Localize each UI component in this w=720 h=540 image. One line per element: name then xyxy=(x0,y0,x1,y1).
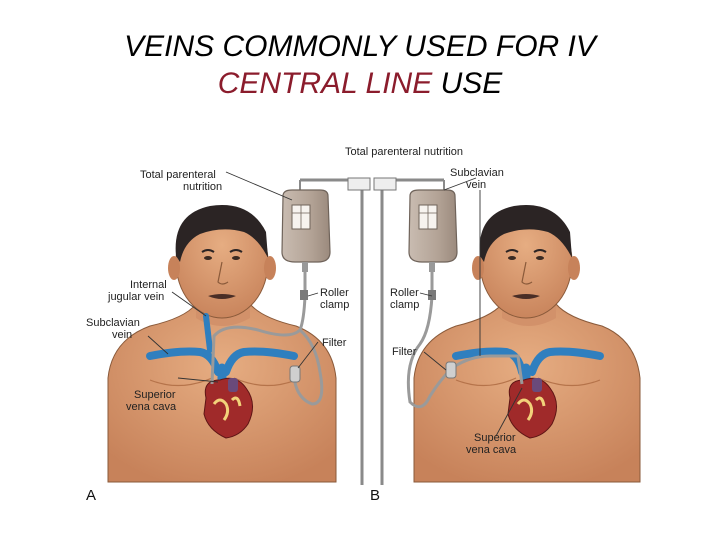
label-a-subclavian-line1: Subclavian xyxy=(86,317,140,329)
label-b-filter: Filter xyxy=(392,346,417,358)
label-b-svc-line1: Superior xyxy=(474,432,516,444)
label-a-svc-line1: Superior xyxy=(134,389,176,401)
panel-letter-a: A xyxy=(86,487,96,504)
tpn-bag-a xyxy=(282,190,330,272)
label-b-roller-line2: clamp xyxy=(390,299,419,311)
panel-letter-b: B xyxy=(370,487,380,504)
tpn-bag-b xyxy=(409,190,457,272)
label-top-tpn: Total parenteral nutrition xyxy=(345,146,463,158)
label-b-roller-line1: Roller xyxy=(390,287,419,299)
label-a-tpn-line2: nutrition xyxy=(183,181,222,193)
label-a-jugular-line1: Internal xyxy=(130,279,167,291)
label-b-subclavian-line1: Subclavian xyxy=(450,167,504,179)
label-a-roller-line2: clamp xyxy=(320,299,349,311)
label-a-filter: Filter xyxy=(322,337,347,349)
label-a-subclavian-line2: vein xyxy=(112,329,132,341)
label-b-svc-line2: vena cava xyxy=(466,444,517,456)
label-a-jugular-line2: jugular vein xyxy=(107,291,164,303)
label-a-svc-line2: vena cava xyxy=(126,401,177,413)
label-b-subclavian-line2: vein xyxy=(466,179,486,191)
label-a-roller-line1: Roller xyxy=(320,287,349,299)
label-a-tpn-line1: Total parenteral xyxy=(140,169,216,181)
